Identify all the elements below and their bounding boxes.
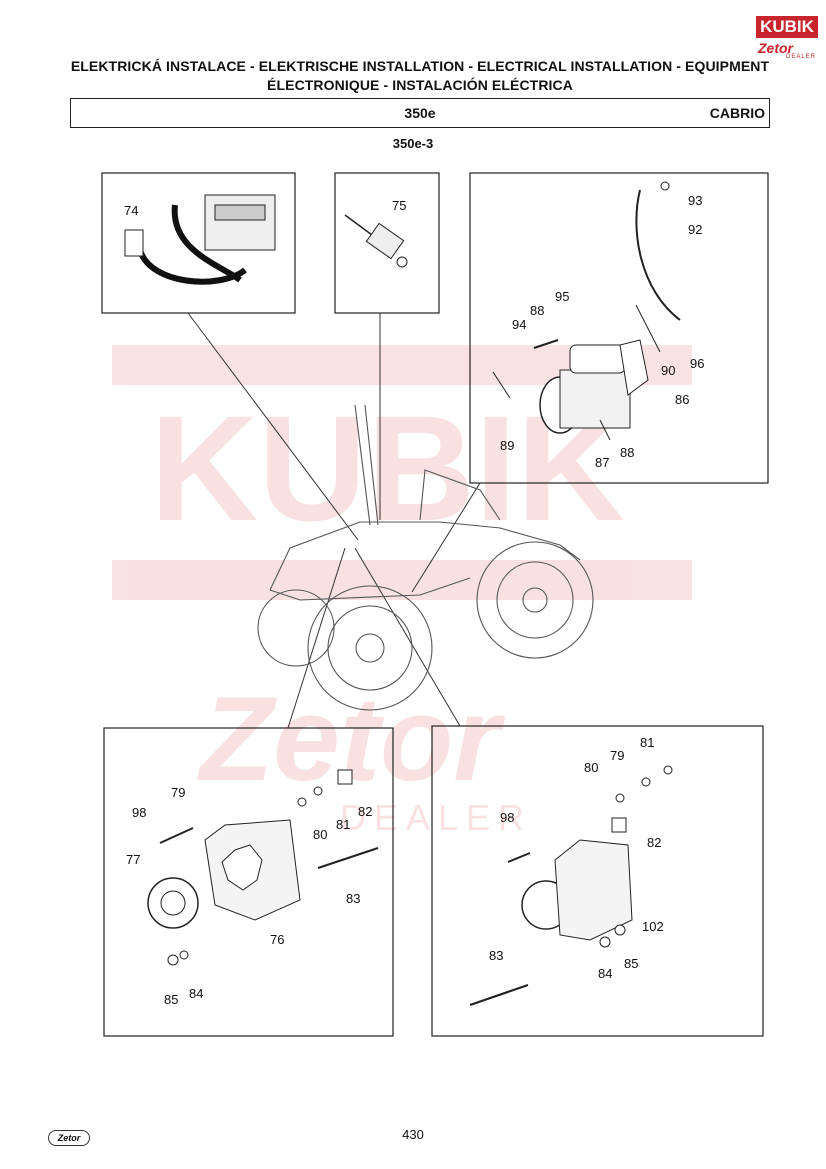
panel-alternator-assembled [431,725,764,1037]
callout-81-left: 81 [336,817,350,832]
callout-98-left: 98 [132,805,146,820]
alternator-exploded [147,769,379,966]
callout-79-right: 79 [610,748,624,763]
svg-text:Zetor: Zetor [197,672,506,806]
callout-102: 102 [642,919,664,934]
page-title-line-2: ÉLECTRONIQUE - INSTALACIÓN ELÉCTRICA [267,77,573,93]
callout-84-left: 84 [189,986,203,1001]
diagram-subtitle: 350e-3 [392,136,434,151]
callout-96: 96 [690,356,704,371]
callout-90: 90 [661,363,675,378]
callout-94: 94 [512,317,526,332]
callout-75: 75 [392,198,406,213]
callout-74: 74 [124,203,138,218]
kubik-logo-text: KUBIK [756,16,818,38]
callout-86: 86 [675,392,689,407]
dealer-logo-text: DEALER [786,54,817,60]
zetor-logo-text: Zetor [758,40,793,56]
callout-76: 76 [270,932,284,947]
callout-80-left: 80 [313,827,327,842]
callout-82-right: 82 [647,835,661,850]
callout-98-right: 98 [500,810,514,825]
panel-starter [469,172,769,484]
callout-81-right: 81 [640,735,654,750]
page-title-line-1: ELEKTRICKÁ INSTALACE - ELEKTRISCHE INSTA… [70,58,770,74]
leader-lines [187,312,481,729]
callout-83-left: 83 [346,891,360,906]
fuel-pump-harness [124,194,276,285]
callout-85-left: 85 [164,992,178,1007]
kubik-zetor-logo: KUBIK Zetor DEALER [756,16,818,60]
callout-labels: 74 75 93 92 95 88 94 90 96 86 89 87 88 7… [124,193,704,1007]
callout-88-b: 88 [620,445,634,460]
callout-85-right: 85 [624,956,638,971]
callout-84-right: 84 [598,966,612,981]
zetor-footer-logo: Zetor [48,1130,90,1146]
panel-sensor [334,172,440,314]
callout-82-left: 82 [358,804,372,819]
temperature-sensor [344,214,408,268]
callout-79-left: 79 [171,785,185,800]
callout-80-right: 80 [584,760,598,775]
callout-83-right: 83 [489,948,503,963]
panel-fuel-pump [101,172,296,314]
alternator-assembled [469,765,673,1007]
panel-alternator-exploded [103,727,394,1037]
tractor-outline [257,404,594,711]
callout-89: 89 [500,438,514,453]
callout-87: 87 [595,455,609,470]
page-number: 430 [402,1127,424,1142]
variant-label: CABRIO [709,105,765,121]
callout-92: 92 [688,222,702,237]
callout-93: 93 [688,193,702,208]
model-header-box: 350e CABRIO [70,98,770,128]
callout-77: 77 [126,852,140,867]
callout-88-a: 88 [530,303,544,318]
model-label: 350e [404,105,436,121]
callout-95: 95 [555,289,569,304]
starter-motor [492,181,681,441]
